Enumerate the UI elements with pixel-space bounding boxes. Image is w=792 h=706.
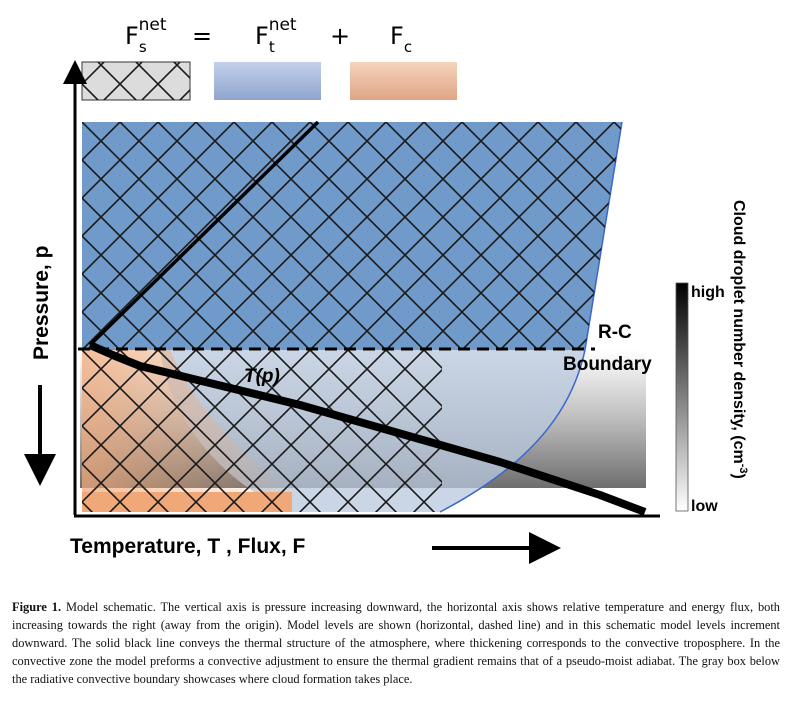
temperature-profile-upper [88,120,320,347]
svg-text:+: + [330,22,350,50]
svg-text:=: = [192,22,212,50]
legend-orange-swatch [350,62,457,100]
caption-text: Model schematic. The vertical axis is pr… [12,600,780,686]
svg-text:Ftnet: Ftnet [255,15,297,56]
colorbar: high low Cloud droplet number density, (… [675,200,749,515]
boundary-label: R-C [598,322,632,343]
plot-area: T(p) R-C Boundary [78,120,652,516]
colorbar-title: Cloud droplet number density, (cm-3) [730,200,749,479]
svg-text:Fc: Fc [390,22,412,56]
equation: Fsnet = Ftnet + Fc [125,15,412,56]
boundary-label-2: Boundary [563,354,652,375]
x-axis-label: Temperature, T , Flux, F [70,535,305,558]
colorbar-high-label: high [691,284,725,301]
legend [81,61,457,101]
temperature-profile-lower [88,341,647,516]
model-schematic-figure: Fsnet = Ftnet + Fc T(p) R-C Boundary Pre… [24,15,749,564]
colorbar-low-label: low [691,498,718,515]
y-axis-label: Pressure, p [30,246,53,360]
figure-caption: Figure 1. Model schematic. The vertical … [12,598,780,688]
curve-label: T(p) [244,366,280,387]
svg-text:Fsnet: Fsnet [125,15,167,56]
legend-blue-swatch [214,62,321,100]
caption-label: Figure 1. [12,600,62,614]
